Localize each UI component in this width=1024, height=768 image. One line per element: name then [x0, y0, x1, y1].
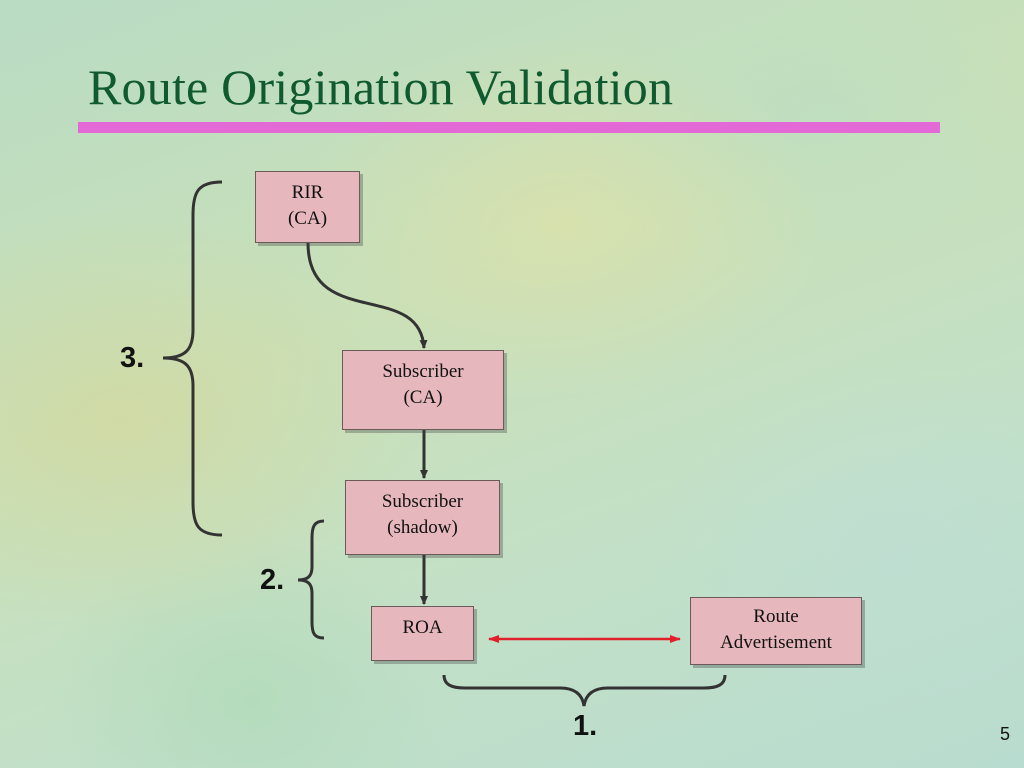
node-roa: ROA	[371, 606, 474, 661]
node-roa-line1: ROA	[402, 617, 443, 638]
node-subscriber-ca: Subscriber (CA)	[342, 350, 504, 430]
node-subscriber-shadow-line1: Subscriber	[381, 491, 464, 512]
node-subscriber-shadow: Subscriber (shadow)	[345, 480, 500, 555]
node-route-advertisement-line1: Route	[753, 606, 799, 627]
node-rir-line1: RIR	[291, 182, 324, 203]
node-rir-line2: (CA)	[287, 208, 328, 229]
bracket-label-step1: 1.	[573, 710, 598, 742]
bracket-step3	[162, 180, 223, 537]
node-rir-ca: RIR (CA)	[255, 171, 360, 243]
page-number: 5	[999, 724, 1010, 744]
bracket-step1	[442, 674, 727, 707]
bracket-step2	[297, 519, 325, 640]
node-route-advertisement-line2: Advertisement	[720, 632, 832, 653]
title-underline	[78, 122, 940, 133]
node-subscriber-ca-line2: (CA)	[403, 387, 443, 408]
slide-title: Route Origination Validation	[88, 59, 674, 115]
node-route-advertisement: Route Advertisement	[690, 597, 862, 665]
node-subscriber-shadow-line2: (shadow)	[387, 517, 458, 538]
node-subscriber-ca-line1: Subscriber	[382, 361, 464, 382]
bracket-label-step3: 3.	[120, 342, 145, 374]
bracket-label-step2: 2.	[260, 564, 285, 596]
arrow-rir-to-subscriber-ca	[306, 242, 428, 349]
